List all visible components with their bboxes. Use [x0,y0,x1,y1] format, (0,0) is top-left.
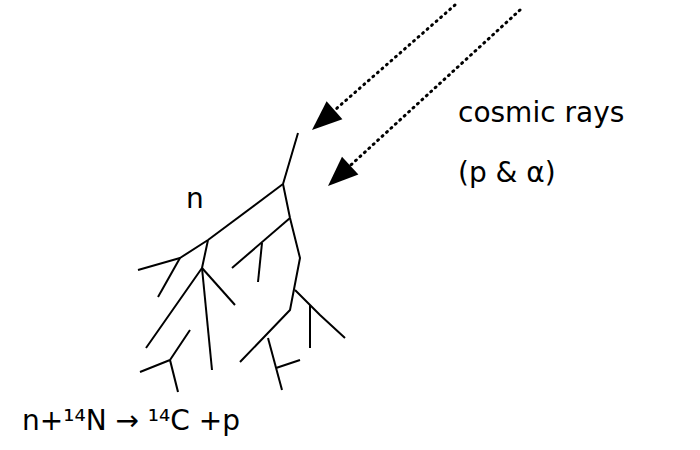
shower-track [208,184,283,240]
shower-track [140,330,190,372]
shower-track [283,133,298,184]
reaction-equation: n+¹⁴N → ¹⁴C +p [22,404,240,437]
arrowhead [312,101,342,130]
shower-track [202,268,235,305]
dotted-ray [350,10,520,166]
shower-track [170,360,178,392]
particle-shower [138,133,345,392]
shower-track [138,240,208,270]
particle-label: n [186,182,204,215]
shower-track [158,258,180,297]
source-label: cosmic rays (p & α) [458,83,643,203]
shower-track [202,268,212,370]
shower-track [295,290,345,338]
shower-track [276,360,300,368]
shower-track [309,305,311,348]
shower-track [268,338,282,390]
arrowhead [328,157,358,186]
shower-track [258,243,262,282]
shower-track [146,240,208,348]
dotted-ray [335,5,456,110]
shower-track [240,184,300,362]
